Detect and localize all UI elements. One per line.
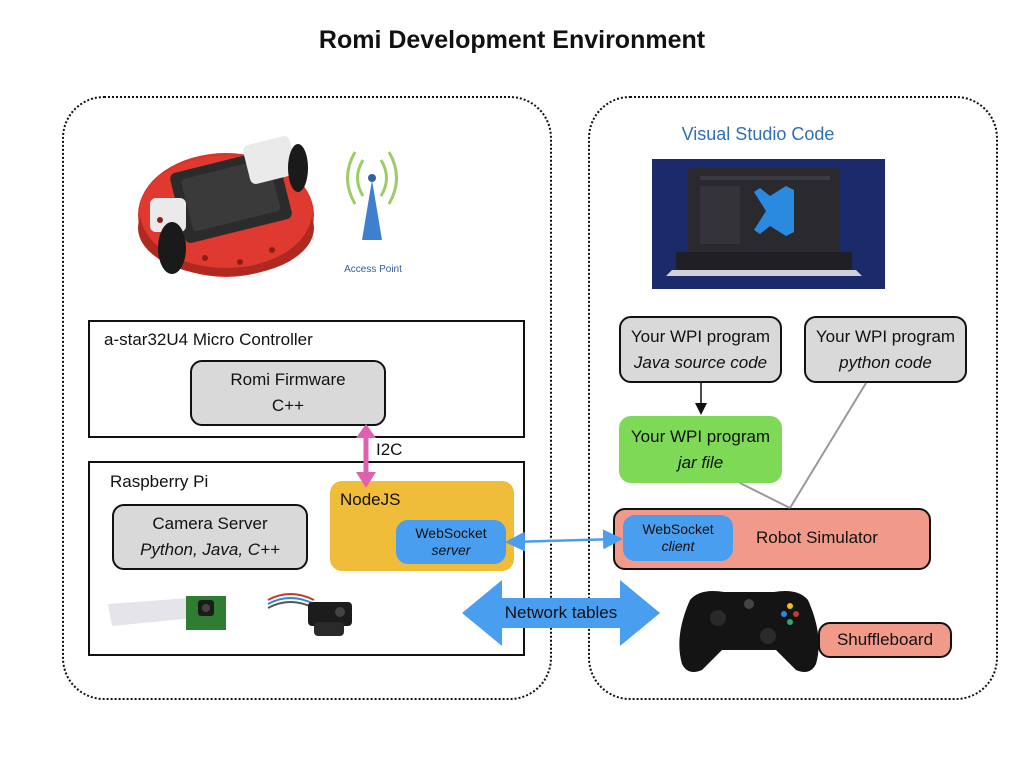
- page-title: Romi Development Environment: [318, 26, 706, 54]
- wpi-jar-type: jar file: [677, 452, 724, 472]
- wpi-java-type: Java source code: [633, 352, 768, 372]
- websocket-client-role: client: [661, 538, 695, 554]
- wpi-java-box: Your WPI program Java source code: [619, 316, 782, 383]
- wpi-java-title: Your WPI program: [630, 326, 771, 346]
- wpi-python-type: python code: [839, 352, 932, 372]
- romi-firmware-box: Romi Firmware C++: [190, 360, 386, 426]
- camera-server-box: Camera Server Python, Java, C++: [112, 504, 308, 570]
- raspberry-pi-label: Raspberry Pi: [110, 472, 209, 491]
- shuffleboard-box: Shuffleboard: [818, 622, 952, 658]
- nodejs-label: NodeJS: [340, 490, 401, 509]
- i2c-arrow-bottom: [356, 472, 376, 488]
- development-pc-region: [588, 96, 998, 700]
- network-tables-arrow: [462, 580, 660, 646]
- websocket-client-title: WebSocket: [642, 521, 714, 537]
- vscode-label: Visual Studio Code: [681, 124, 835, 144]
- jar-to-simulator-line: [739, 482, 791, 509]
- websocket-server-box: WebSocket server: [396, 520, 506, 564]
- wpi-python-box: Your WPI program python code: [804, 316, 967, 383]
- websocket-server-title: WebSocket: [415, 525, 487, 541]
- robot-simulator-label: Robot Simulator: [756, 528, 878, 547]
- romi-robot-region: [62, 96, 552, 700]
- wpi-jar-box: Your WPI program jar file: [619, 416, 782, 483]
- romi-firmware-language: C++: [271, 396, 305, 415]
- microcontroller-label: a-star32U4 Micro Controller: [104, 330, 313, 349]
- camera-server-languages: Python, Java, C++: [140, 540, 280, 559]
- python-to-simulator-line: [789, 382, 867, 509]
- wpi-jar-title: Your WPI program: [630, 426, 771, 446]
- network-tables-label: Network tables: [504, 603, 618, 622]
- websocket-server-role: server: [431, 542, 471, 558]
- websocket-link-arrow: [505, 529, 623, 552]
- romi-firmware-title: Romi Firmware: [230, 370, 346, 389]
- i2c-label: I2C: [376, 440, 403, 459]
- websocket-client-box: WebSocket client: [623, 515, 733, 561]
- i2c-arrow-top: [356, 424, 376, 438]
- camera-server-title: Camera Server: [152, 514, 268, 533]
- access-point-label: Access Point: [344, 264, 402, 275]
- wpi-python-title: Your WPI program: [815, 326, 956, 346]
- shuffleboard-label: Shuffleboard: [836, 630, 934, 649]
